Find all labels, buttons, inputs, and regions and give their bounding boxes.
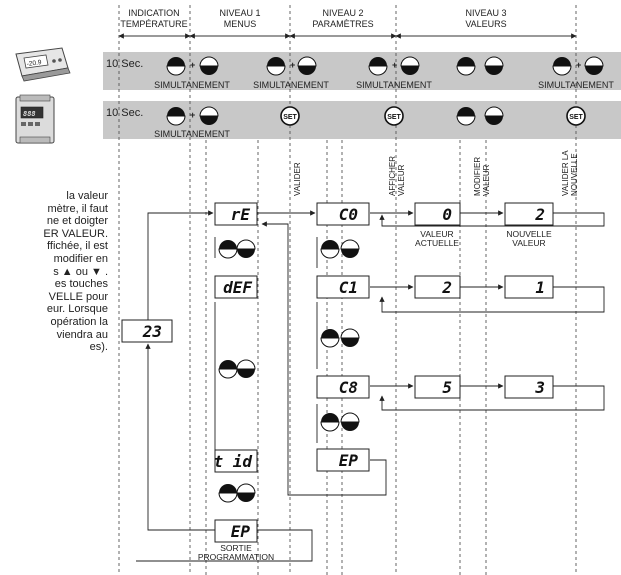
header-parameters: PARAMÈTRES: [312, 19, 373, 29]
header-level3: NIVEAU 3: [465, 8, 506, 18]
description-line: s ▲ ou ▼ .: [53, 265, 108, 278]
din-rail-controller-icon: 888: [15, 94, 55, 144]
label-valider-nouvelle-2: NOUVELLE: [570, 153, 579, 196]
set-button-icon: SET: [384, 106, 404, 126]
caption-exit-1: SORTIE: [220, 543, 252, 553]
caption-new-value-1: NOUVELLE: [506, 229, 552, 239]
display-temperature: 23: [121, 319, 173, 343]
description-line: es touches: [54, 278, 108, 291]
description-line: es).: [89, 341, 108, 354]
svg-text:t id: t id: [213, 452, 252, 471]
description-line: ne et doigter: [46, 215, 108, 228]
description-line: eur. Lorsque: [46, 303, 108, 316]
svg-text:5: 5: [442, 378, 452, 397]
svg-text:SET: SET: [569, 114, 583, 121]
description-line: opération la: [50, 315, 109, 328]
simultaneously-label-5: SIMULTANEMENT: [154, 129, 230, 139]
description-line: ffichée, il est: [47, 240, 108, 253]
plus-sign-2: +: [290, 60, 295, 70]
caption-exit-2: PROGRAMMATION: [198, 552, 274, 562]
svg-text:EP: EP: [231, 522, 251, 541]
description-line: modifier en: [53, 252, 108, 265]
band1-delay: 10 Sec.: [106, 58, 143, 70]
flow-connectors: [136, 210, 605, 562]
display-param-c1: C1: [316, 275, 370, 299]
band-din-controller: [103, 101, 621, 139]
simultaneously-label-3: SIMULTANEMENT: [356, 80, 432, 90]
header-menus: MENUS: [224, 19, 257, 29]
display-c8-new-value: 3: [504, 375, 554, 399]
svg-text:888: 888: [23, 110, 36, 118]
display-c0-current-value: 0: [414, 202, 461, 226]
svg-text:1: 1: [535, 278, 545, 297]
svg-text:SET: SET: [283, 114, 297, 121]
svg-text:2: 2: [441, 278, 452, 297]
description-line: VELLE pour: [48, 290, 108, 303]
description-line: viendra au: [56, 328, 108, 341]
svg-text:C8: C8: [339, 378, 358, 397]
svg-text:rE: rE: [231, 205, 251, 224]
display-param-c8: C8: [316, 375, 370, 399]
display-menu-tid: t id: [213, 449, 258, 473]
display-menu-re: rE: [214, 202, 258, 226]
description-line: mètre, il faut: [47, 202, 108, 215]
simultaneously-label-2: SIMULTANEMENT: [253, 80, 329, 90]
set-button-icon: SET: [280, 106, 300, 126]
display-menu-ep: EP: [214, 519, 258, 543]
display-param-c0: C0: [316, 202, 370, 226]
display-c8-current-value: 5: [414, 375, 461, 399]
header-indication: INDICATION: [128, 8, 179, 18]
label-afficher-1: AFFICHER: [388, 156, 397, 196]
svg-text:dEF: dEF: [223, 278, 252, 297]
svg-text:-20.9: -20.9: [26, 59, 42, 68]
simultaneously-label-1: SIMULTANEMENT: [154, 80, 230, 90]
svg-text:EP: EP: [339, 451, 359, 470]
caption-current-value-1: VALEUR: [420, 229, 453, 239]
label-modifier-1: MODIFIER: [473, 157, 482, 196]
set-button-icon: SET: [566, 106, 586, 126]
header-level1: NIVEAU 1: [219, 8, 260, 18]
display-param-ep: EP: [316, 448, 370, 472]
thermostat-device-icon: -20.9: [15, 47, 71, 82]
plus-sign-3: +: [392, 60, 397, 70]
svg-text:2: 2: [534, 205, 545, 224]
svg-text:SET: SET: [387, 114, 401, 121]
svg-text:C1: C1: [339, 278, 358, 297]
band2-delay: 10 Sec.: [106, 107, 143, 119]
caption-new-value-2: VALEUR: [512, 238, 545, 248]
description-text: la valeur mètre, il faut ne et doigter E…: [0, 190, 108, 354]
plus-sign-5: +: [190, 110, 195, 120]
header-temperature: TEMPÉRATURE: [120, 19, 187, 29]
band-thermostat: [103, 52, 621, 90]
header-values: VALEURS: [465, 19, 506, 29]
description-line: la valeur: [66, 190, 108, 202]
caption-current-value-2: ACTUELLE: [415, 238, 459, 248]
display-c1-new-value: 1: [504, 275, 554, 299]
label-modifier-2: VALEUR: [482, 164, 491, 196]
label-valider: VALIDER: [293, 162, 302, 196]
display-c0-new-value: 2: [504, 202, 554, 226]
header-level2: NIVEAU 2: [322, 8, 363, 18]
svg-text:C0: C0: [339, 205, 358, 224]
svg-text:3: 3: [534, 378, 545, 397]
label-valider-nouvelle-1: VALIDER LA: [561, 150, 570, 196]
display-c1-current-value: 2: [414, 275, 461, 299]
svg-text:0: 0: [442, 205, 452, 224]
display-menu-def: dEF: [214, 275, 258, 299]
label-afficher-2: VALEUR: [397, 164, 406, 196]
plus-sign-1: +: [190, 60, 195, 70]
svg-text:23: 23: [142, 322, 162, 341]
description-line: ER VALEUR.: [43, 227, 108, 240]
plus-sign-4: +: [576, 60, 581, 70]
simultaneously-label-4: SIMULTANEMENT: [538, 80, 614, 90]
